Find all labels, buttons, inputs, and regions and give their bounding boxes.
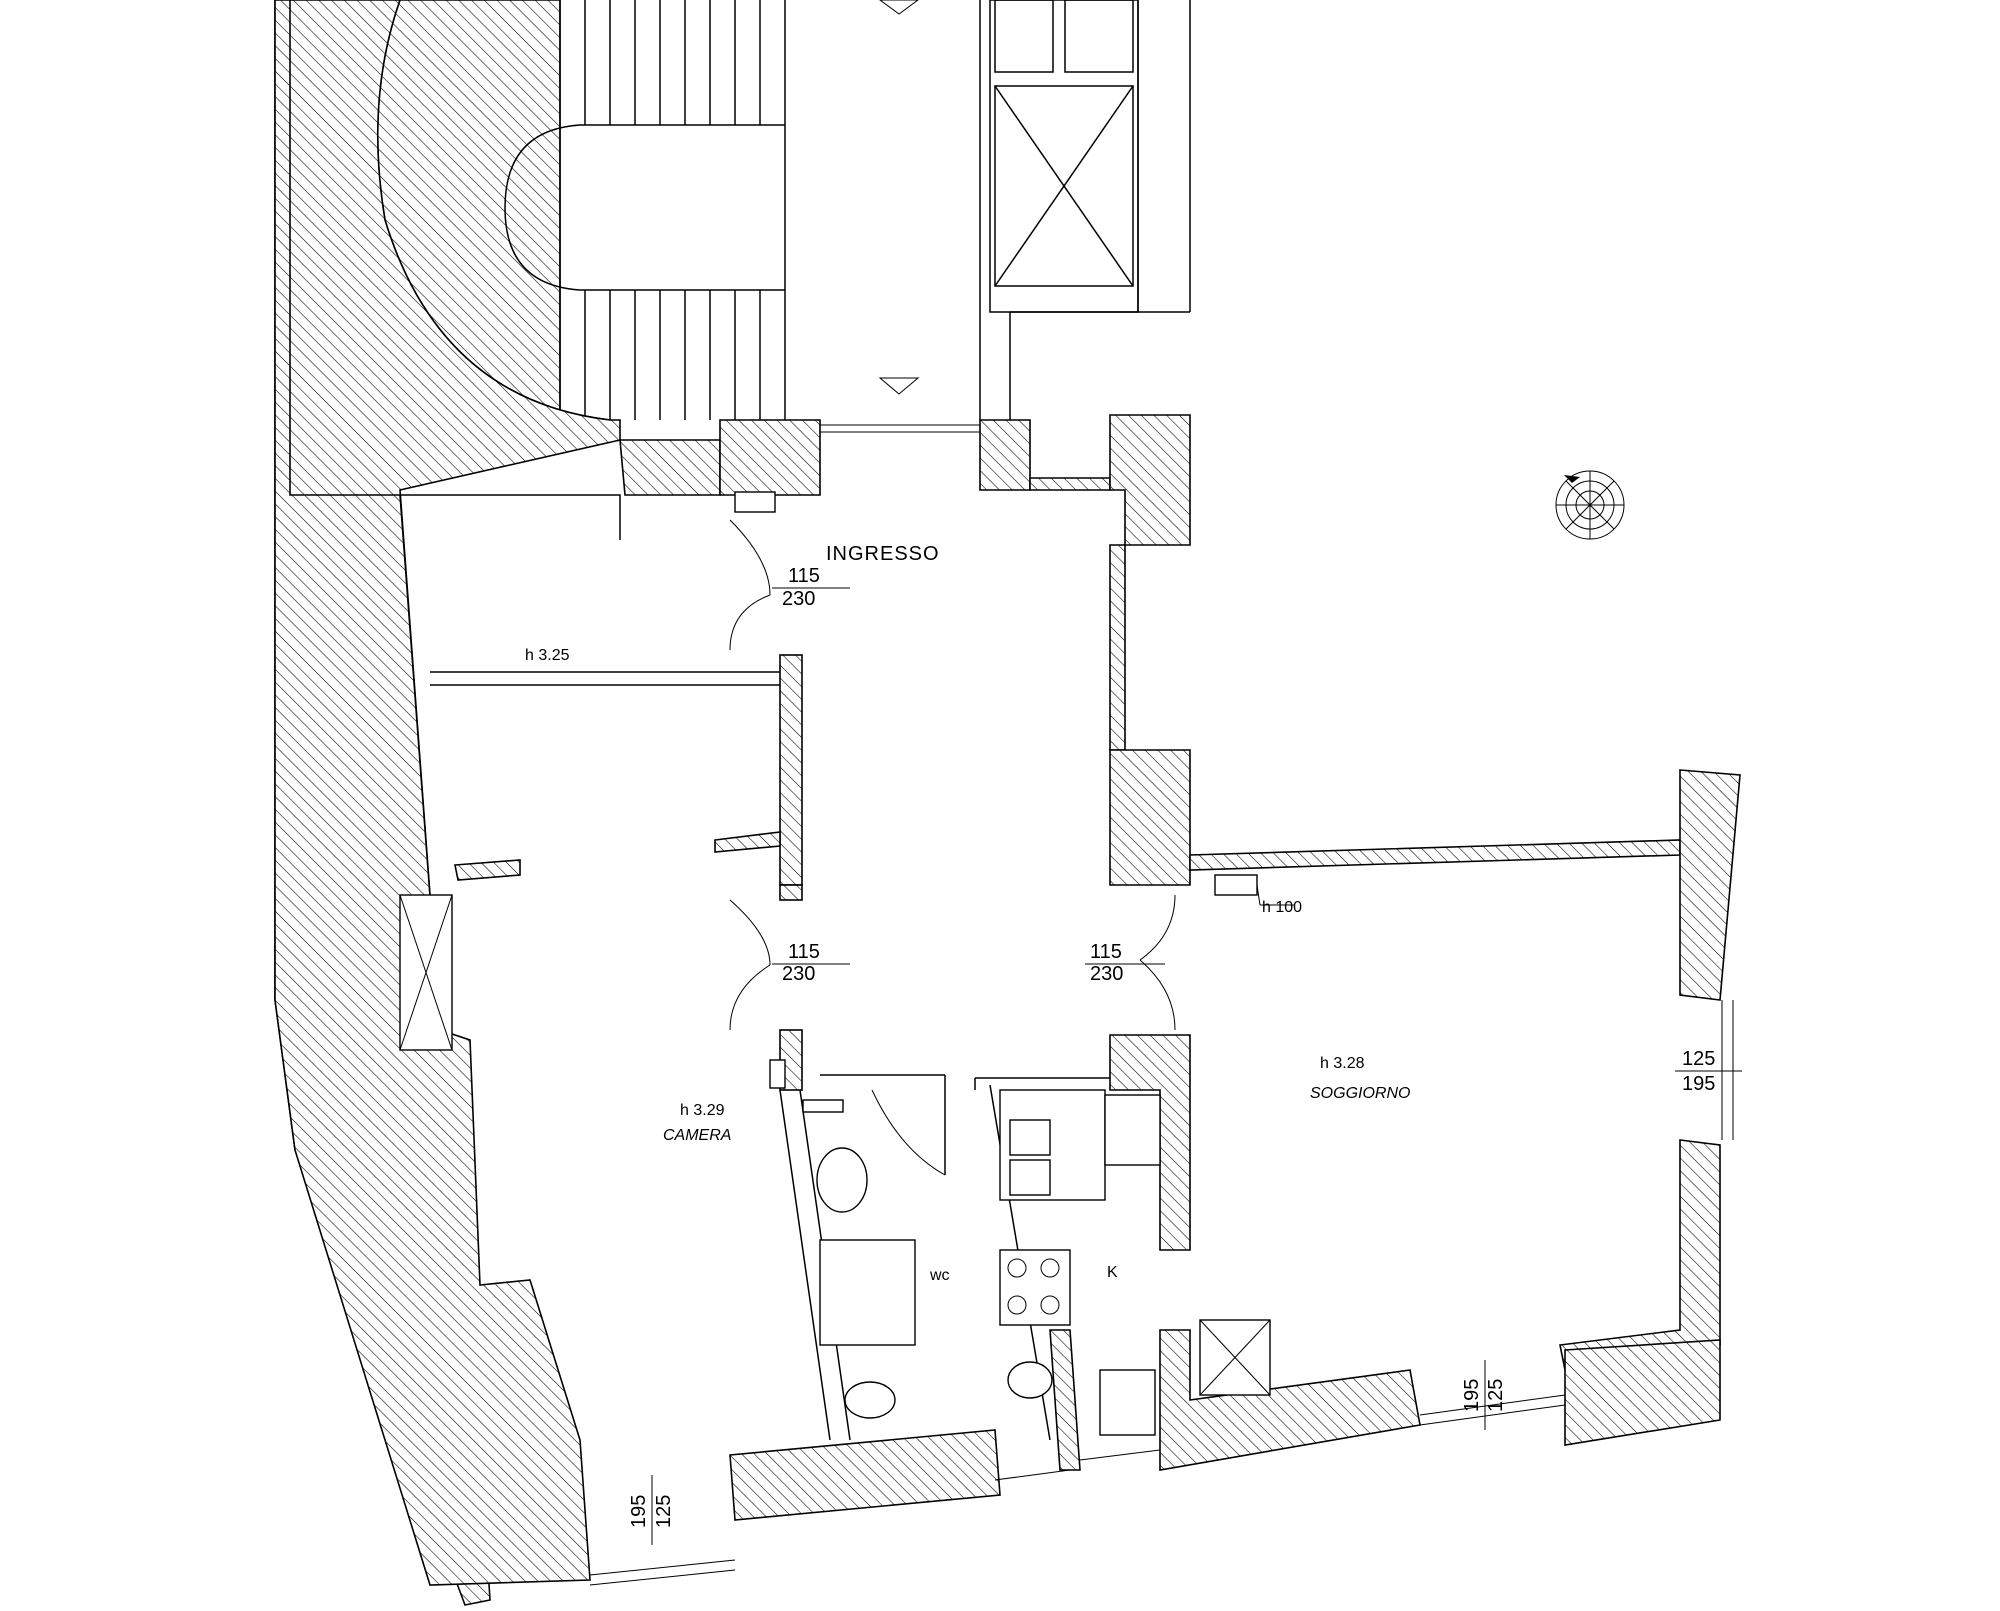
kitchen-fixtures (999, 1089, 1161, 1436)
dim-door-left-height: 230 (782, 963, 815, 985)
dim-window-camera-height: 195 (628, 1495, 650, 1528)
dim-window-camera-width: 125 (653, 1495, 675, 1528)
dim-window-right-width: 125 (1682, 1048, 1715, 1070)
north-compass-rose-icon (1555, 470, 1625, 540)
room-label-camera: CAMERA (663, 1127, 731, 1144)
niches (734, 491, 1295, 1396)
doors (729, 519, 1176, 1176)
interior-walls (400, 494, 1110, 1441)
dim-window-right-height: 195 (1682, 1073, 1715, 1095)
room-label-wc: wc (929, 1267, 950, 1284)
room-label-kitchen: K (1107, 1264, 1118, 1281)
height-label-top: h 3.25 (525, 647, 570, 664)
room-label-soggiorno: SOGGIORNO (1310, 1085, 1410, 1102)
dim-door-top-height: 230 (782, 588, 815, 610)
windows (399, 424, 1734, 1586)
dim-window-bottom-width: 125 (1485, 1379, 1507, 1412)
height-label-soggiorno: h 3.28 (1320, 1055, 1365, 1072)
dim-door-right-width: 115 (1090, 941, 1122, 963)
height-label-niche: h 100 (1262, 899, 1302, 916)
dim-door-top-width: 115 (788, 565, 820, 587)
wc-fixtures (802, 1099, 1053, 1419)
room-label-ingresso: INGRESSO (826, 543, 940, 565)
exterior-walls (274, 0, 1741, 1606)
dim-window-bottom-height: 195 (1461, 1379, 1483, 1412)
height-label-camera: h 3.29 (680, 1102, 725, 1119)
staircase (275, 0, 1191, 421)
dim-door-right-height: 230 (1090, 963, 1123, 985)
dim-door-left-width: 115 (788, 941, 820, 963)
labels: INGRESSO h 3.25 CAMERA h 3.29 SOGGIORNO … (525, 543, 1742, 1545)
